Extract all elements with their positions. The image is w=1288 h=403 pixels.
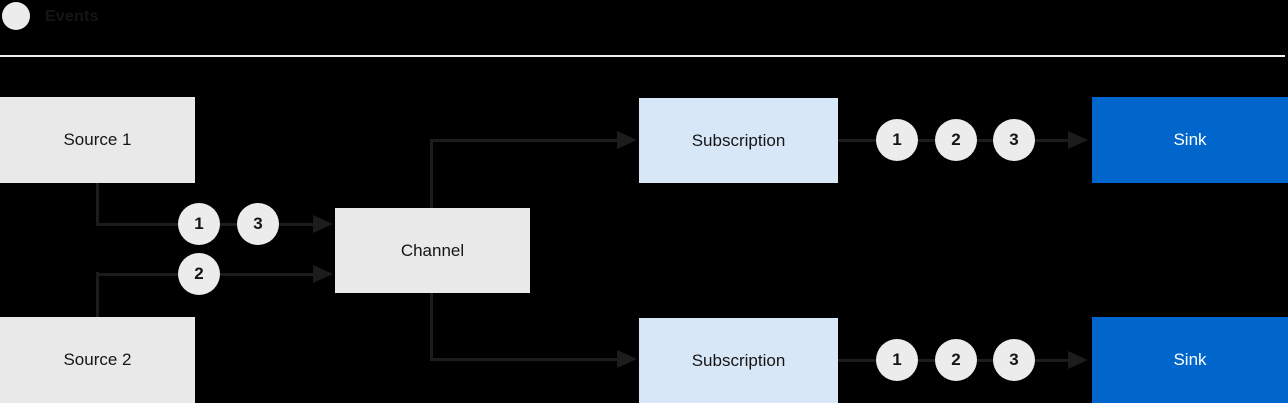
node-source-1: Source 1 [0,97,195,183]
node-sink-1: Sink [1092,97,1288,183]
arrowhead-subscription1-to-sink-icon [1068,131,1088,149]
arrowhead-source2-to-channel-icon [313,265,333,283]
node-subscription-2: Subscription [639,318,838,403]
event-circle: 1 [876,119,918,161]
event-circle: 2 [935,339,977,381]
event-circle: 3 [993,339,1035,381]
event-circle: 3 [993,119,1035,161]
event-circle: 1 [876,339,918,381]
arrowhead-source1-to-channel-icon [313,215,333,233]
events-legend-icon [2,2,30,30]
connector-channel-sub1-vertical [430,139,433,208]
event-circle: 2 [935,119,977,161]
arrowhead-channel-to-subscription1-icon [617,131,637,149]
node-subscription-1: Subscription [639,98,838,183]
events-legend-label: Events [45,8,99,25]
connector-source2-vertical [96,272,99,317]
connector-channel-sub1-horizontal [430,139,619,142]
arrowhead-subscription2-to-sink-icon [1068,351,1088,369]
connector-channel-sub2-horizontal [430,358,619,361]
connector-channel-sub2-vertical [430,292,433,361]
arrowhead-channel-to-subscription2-icon [617,350,637,368]
event-circle: 1 [178,203,220,245]
event-circle: 3 [237,203,279,245]
node-source-2: Source 2 [0,317,195,403]
node-sink-2: Sink [1092,317,1288,403]
legend-divider [0,55,1285,57]
event-circle: 2 [178,253,220,295]
connector-source1-vertical [96,182,99,226]
node-channel: Channel [335,208,530,293]
